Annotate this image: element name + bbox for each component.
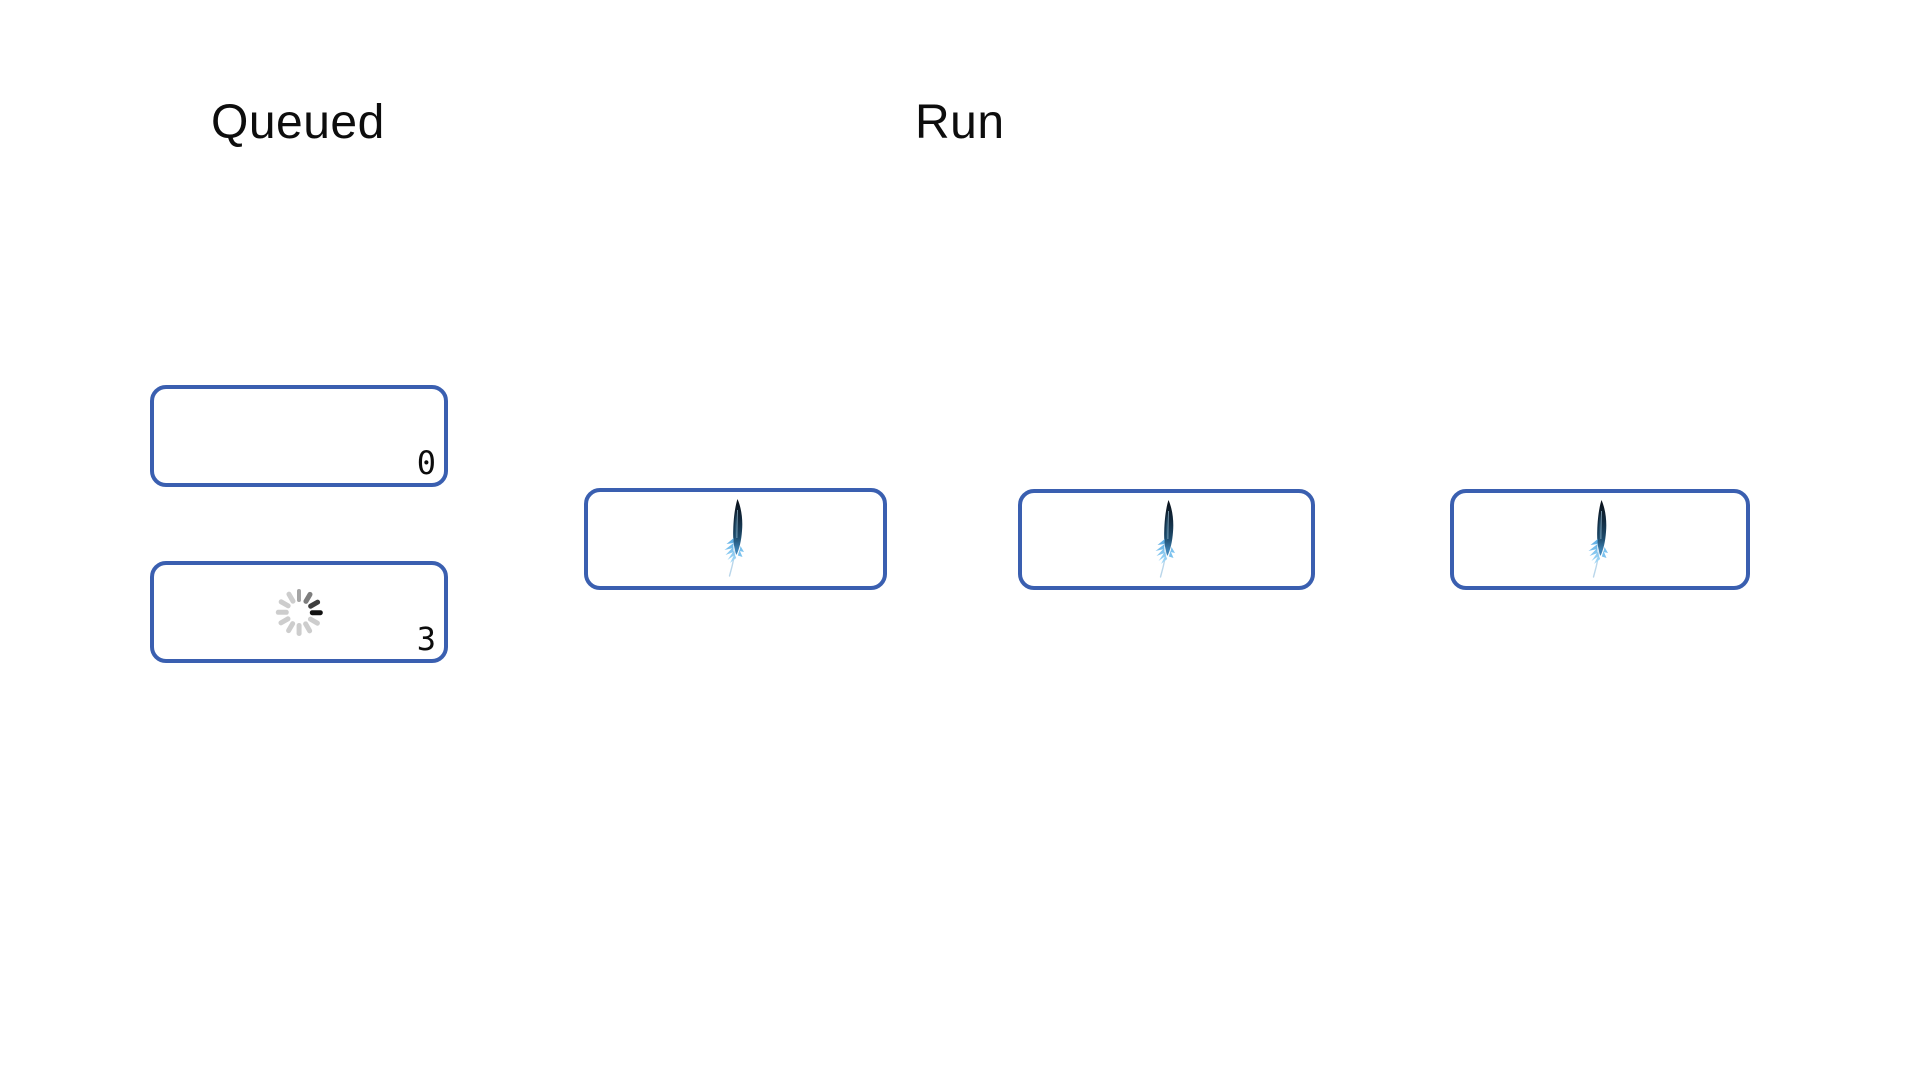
feather-icon [1588, 499, 1608, 578]
run-worker-slot [1018, 489, 1315, 590]
queued-heading: Queued [211, 96, 385, 149]
loading-spinner-icon [275, 588, 323, 636]
queued-count: 0 [416, 444, 436, 482]
queued-slot: 3 [150, 561, 448, 663]
run-worker-slot [1450, 489, 1750, 590]
queued-slot: 0 [150, 385, 448, 487]
run-worker-slot [584, 488, 887, 590]
feather-icon [1155, 499, 1175, 578]
run-heading: Run [915, 96, 1005, 149]
queued-count: 3 [416, 620, 436, 658]
feather-icon [724, 499, 744, 577]
